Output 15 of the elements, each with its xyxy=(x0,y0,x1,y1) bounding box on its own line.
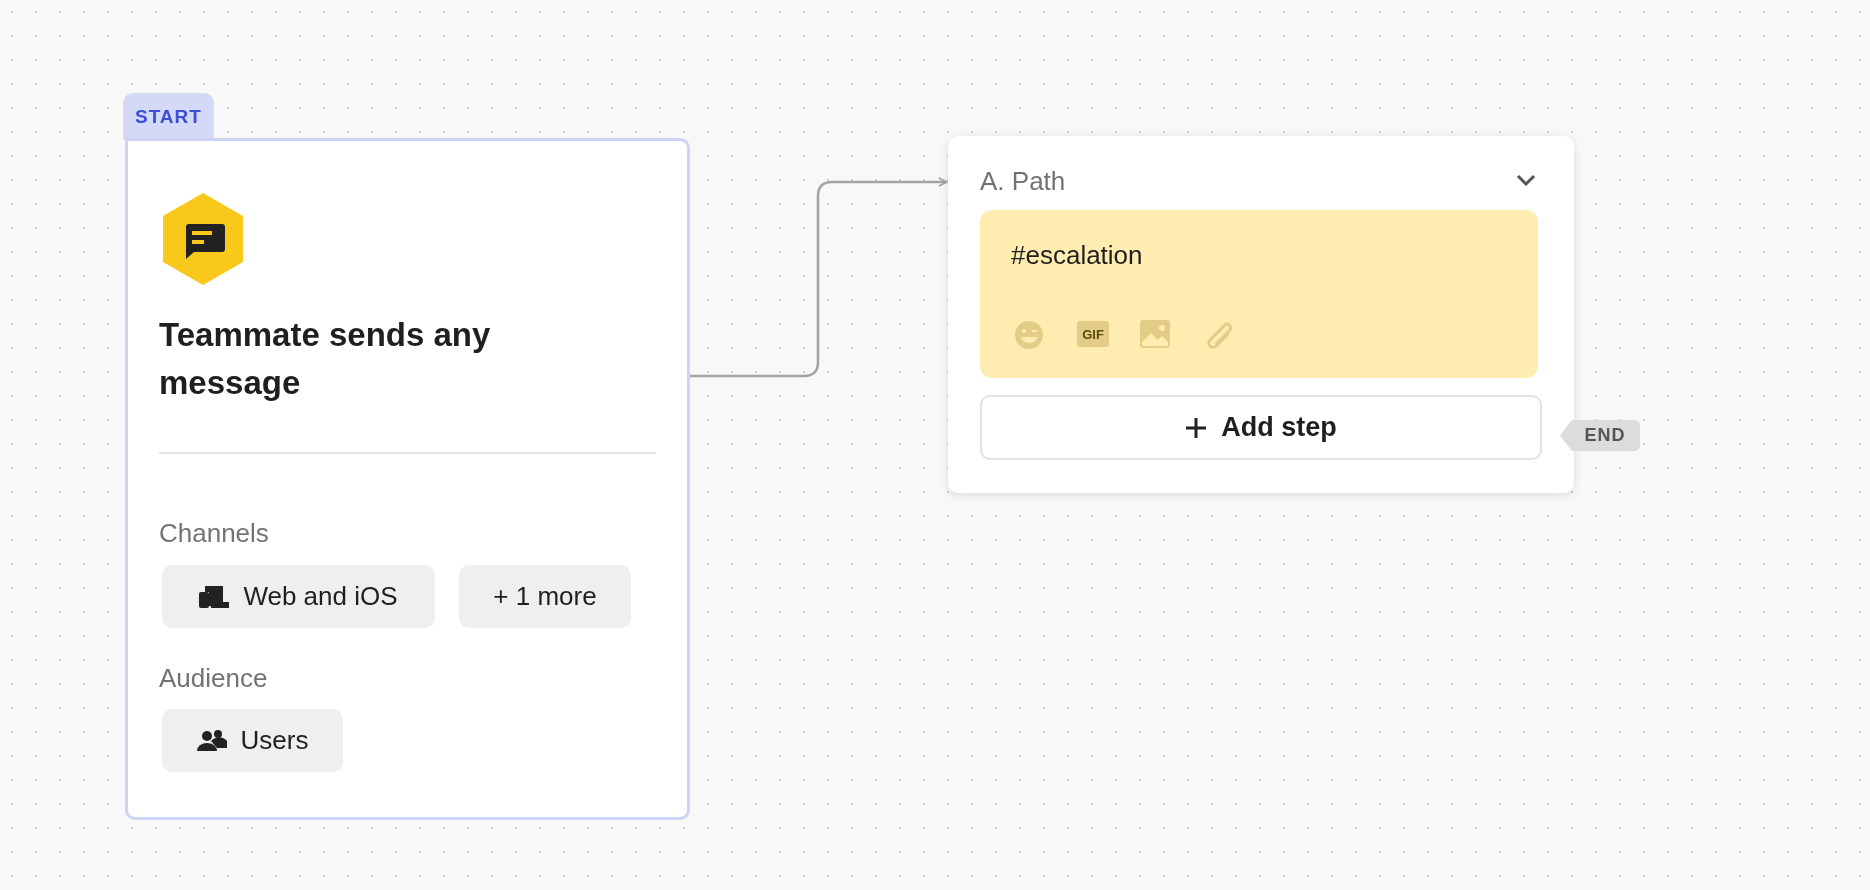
section-label: Channels xyxy=(159,518,269,549)
end-tag: END xyxy=(1560,420,1640,451)
section-label: Audience xyxy=(159,663,268,694)
message-box: #escalation GIF xyxy=(980,210,1538,378)
gif-icon: GIF xyxy=(1077,321,1109,347)
trigger-card xyxy=(125,138,690,820)
start-tag: START xyxy=(123,93,214,140)
path-title: A. Path xyxy=(980,166,1066,197)
path-card xyxy=(948,136,1574,493)
add-step-button: Add step xyxy=(980,395,1542,460)
channel-chip: Web and iOS xyxy=(162,565,435,628)
arrow xyxy=(690,177,948,378)
audience-chip: Users xyxy=(162,709,343,772)
channel-chip: + 1 more xyxy=(459,565,631,628)
trigger-title: Teammate sends any message xyxy=(159,315,492,403)
